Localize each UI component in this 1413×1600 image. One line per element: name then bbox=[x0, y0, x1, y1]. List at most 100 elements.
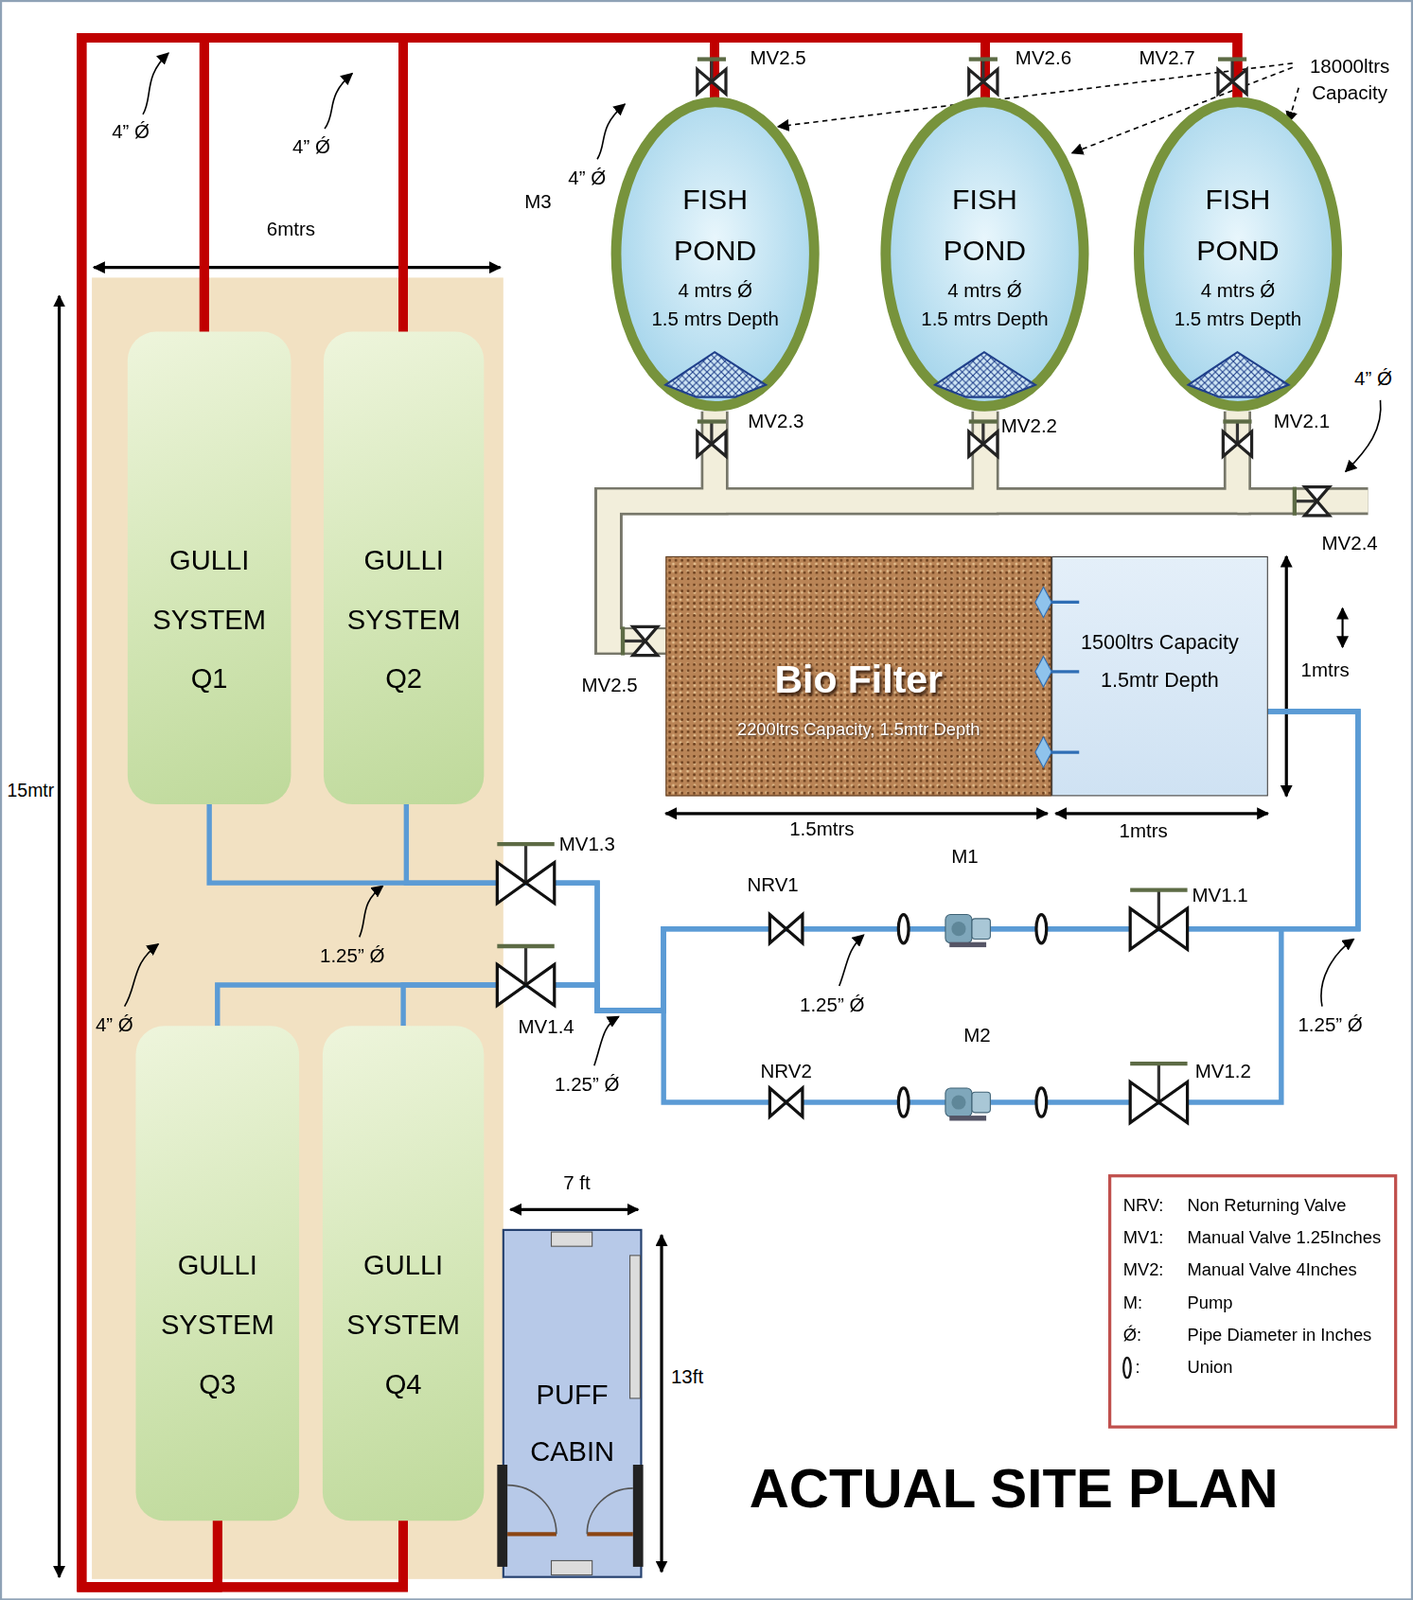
annotation: MV2.4 bbox=[1321, 532, 1378, 557]
legend-text: Non Returning Valve bbox=[1187, 1196, 1347, 1218]
drain-pipe bbox=[81, 37, 986, 1589]
dimension-line bbox=[665, 812, 1047, 815]
pond-ring bbox=[885, 102, 1084, 407]
gulli-system: GULLI SYSTEM Q3 bbox=[135, 1025, 300, 1521]
annotation: MV2.3 bbox=[747, 409, 804, 434]
leader-arrow bbox=[124, 944, 159, 1007]
manual-valve bbox=[1130, 890, 1187, 951]
annotation: MV1.2 bbox=[1195, 1059, 1252, 1084]
legend-box bbox=[1110, 1176, 1396, 1428]
gulli-system: GULLI SYSTEM Q4 bbox=[322, 1025, 484, 1521]
manual-valve bbox=[697, 59, 726, 95]
manual-valve bbox=[496, 946, 554, 1007]
dimension-line bbox=[57, 296, 61, 1578]
manual-valve bbox=[1130, 1063, 1187, 1124]
manual-valve bbox=[622, 626, 658, 655]
annotation: 4” Ǿ bbox=[95, 1014, 134, 1039]
node-text: GULLI SYSTEM Q2 bbox=[343, 529, 464, 708]
annotation: M1 bbox=[951, 846, 978, 870]
leader-arrow bbox=[594, 1016, 619, 1066]
leader-arrow bbox=[142, 52, 169, 115]
node-text: 4 mtrs Ǿ bbox=[677, 276, 753, 305]
annotation: MV2.6 bbox=[1015, 46, 1072, 71]
fish-pond: FISH POND4 mtrs Ǿ1.5 mtrs Depth bbox=[880, 96, 1090, 411]
node-text: 4 mtrs Ǿ bbox=[947, 276, 1023, 305]
annotation: 1mtrs bbox=[1301, 658, 1350, 683]
nozzle bbox=[1035, 586, 1052, 618]
legend-text: Pipe Diameter in Inches bbox=[1187, 1325, 1373, 1347]
annotation: NRV1 bbox=[746, 874, 798, 899]
annotation: MV2.5 bbox=[581, 674, 637, 699]
leader-arrow bbox=[359, 885, 384, 937]
drain-pipe bbox=[81, 37, 1237, 1589]
drain-pipe bbox=[81, 37, 1237, 1589]
node-text: GULLI SYSTEM Q4 bbox=[342, 1236, 463, 1414]
leader-arrow bbox=[1321, 938, 1354, 1007]
fish-pond: FISH POND4 mtrs Ǿ1.5 mtrs Depth bbox=[1132, 96, 1343, 411]
pump-symbol bbox=[945, 1088, 990, 1122]
legend-key: NRV: bbox=[1123, 1196, 1165, 1218]
pump-bypass-pipe bbox=[663, 929, 1282, 1103]
manual-valve bbox=[697, 422, 726, 458]
node-text: 1.5 mtrs Depth bbox=[1174, 305, 1302, 335]
legend-text: Union bbox=[1187, 1358, 1234, 1379]
gulli-system: GULLI SYSTEM Q2 bbox=[323, 332, 484, 805]
leader-arrow bbox=[1345, 400, 1381, 473]
annotation: 1.25” Ǿ bbox=[799, 993, 865, 1018]
annotation: MV2.7 bbox=[1138, 46, 1195, 71]
node-text: GULLI SYSTEM Q1 bbox=[148, 529, 269, 708]
fish-pond: FISH POND4 mtrs Ǿ1.5 mtrs Depth bbox=[610, 96, 820, 411]
annotation: MV2.1 bbox=[1273, 409, 1330, 434]
bio-filter: Bio Filter 2200ltrs Capacity, 1.5mtr Dept… bbox=[665, 556, 1052, 797]
node-text: 2200ltrs Capacity, 1.5mtr Depth bbox=[737, 719, 981, 741]
annotation: 13ft bbox=[669, 1366, 707, 1391]
legend-key: : bbox=[1135, 1358, 1141, 1379]
annotation: 1.25” Ǿ bbox=[554, 1073, 619, 1097]
annotation: MV2.5 bbox=[749, 46, 806, 71]
annotation: 4” Ǿ bbox=[1352, 368, 1395, 392]
legend-key: Ǿ: bbox=[1123, 1325, 1142, 1347]
annotation: 4” Ǿ bbox=[292, 136, 331, 160]
dimension-line bbox=[93, 265, 500, 269]
legend-key: MV2: bbox=[1123, 1260, 1165, 1282]
annotation: 1.25” Ǿ bbox=[1297, 1014, 1362, 1039]
manual-valve bbox=[1294, 487, 1330, 516]
manual-valve bbox=[969, 422, 998, 458]
union-symbol bbox=[1123, 1358, 1131, 1378]
annotation: 18000ltrs Capacity bbox=[1293, 52, 1407, 106]
union-symbol bbox=[1036, 915, 1047, 944]
annotation: MV1.1 bbox=[1191, 884, 1248, 909]
annotation: M2 bbox=[963, 1024, 990, 1049]
node-text: 1.5 mtrs Depth bbox=[920, 305, 1048, 335]
nozzle-group bbox=[1035, 586, 1079, 768]
sump-tank: 1500ltrs Capacity 1.5mtr Depth bbox=[1051, 556, 1269, 797]
node-text: FISH POND bbox=[934, 174, 1037, 277]
annotation: MV2.2 bbox=[1001, 415, 1058, 440]
cabin-window bbox=[551, 1232, 593, 1247]
annotation: 1mtrs bbox=[1119, 820, 1168, 845]
leader-arrow bbox=[324, 73, 353, 129]
node-text: Bio Filter bbox=[774, 653, 943, 706]
union-symbol bbox=[898, 915, 909, 944]
annotation: 15mtr bbox=[4, 779, 56, 802]
node-text: FISH POND bbox=[664, 174, 767, 277]
legend-text: Manual Valve 1.25Inches bbox=[1187, 1228, 1382, 1250]
annotation: 6mtrs bbox=[266, 217, 316, 242]
cabin-window bbox=[630, 1255, 641, 1399]
outlet-mesh bbox=[1188, 352, 1290, 397]
annotation: 1.25” Ǿ bbox=[319, 944, 385, 969]
dimension-line bbox=[510, 1208, 638, 1212]
node-text: 1500ltrs Capacity 1.5mtr Depth bbox=[1070, 623, 1250, 700]
legend-key: M: bbox=[1123, 1293, 1143, 1315]
cabin-body bbox=[503, 1230, 642, 1578]
nozzle bbox=[1035, 656, 1052, 688]
pond-ring bbox=[616, 102, 814, 407]
node-text: FISH POND bbox=[1186, 174, 1290, 277]
dimension-line bbox=[1055, 812, 1268, 815]
pond-ring bbox=[1138, 102, 1337, 407]
pump-symbol bbox=[945, 915, 990, 949]
annotation: 7 ft bbox=[563, 1172, 590, 1197]
dimension-line bbox=[1341, 608, 1343, 648]
